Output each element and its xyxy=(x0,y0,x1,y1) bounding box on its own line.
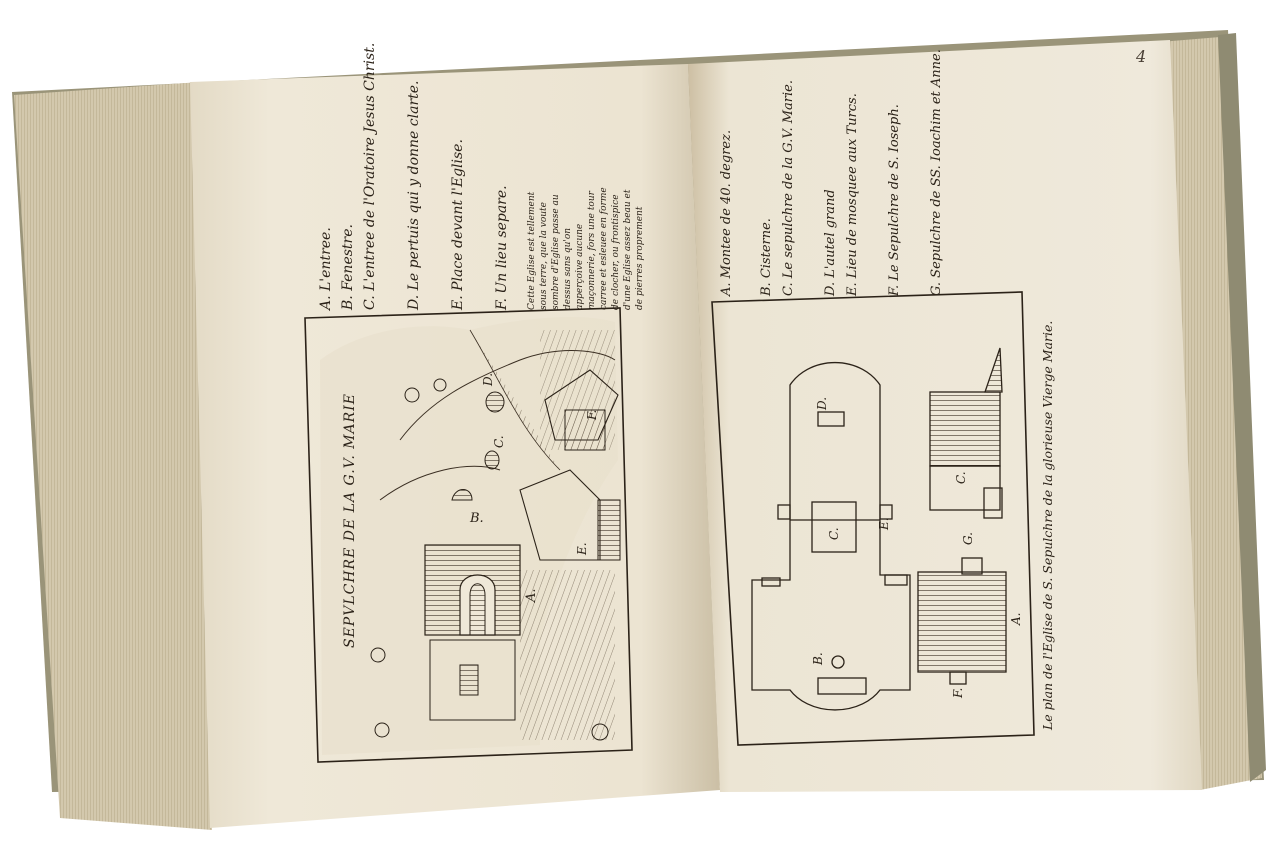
plan-tomb-chamber xyxy=(811,501,857,553)
right-legend-line: C. Le sepulchre de la G.V. Marie. xyxy=(781,80,796,296)
church-floor-plan xyxy=(751,347,1007,711)
opening-c xyxy=(484,450,500,470)
plate-label: F. xyxy=(585,410,599,421)
left-note-text: Cette Eglise est tellement sous terre, q… xyxy=(527,187,645,310)
plan-cistern-slab xyxy=(817,677,867,695)
plan-label: A. xyxy=(1009,613,1023,626)
right-cover-edge xyxy=(1218,33,1266,782)
window-b xyxy=(451,489,473,501)
right-page: 4 A. Montee de 40. degrez. B. Cisterne. … xyxy=(688,40,1202,792)
left-note: Cette Eglise est tellement sous terre, q… xyxy=(527,187,645,310)
opening-d xyxy=(485,391,505,413)
right-legend-line: B. Cisterne. xyxy=(759,218,774,297)
left-legend-line: B. Fenestre. xyxy=(340,224,356,311)
plate-title: SEPVLCHRE DE LA G.V. MARIE xyxy=(342,393,358,648)
plan-outline xyxy=(751,361,911,711)
sepulchre-illustration: B. A. C. D. E. F. xyxy=(320,316,621,755)
plate-label: E. xyxy=(575,542,589,556)
right-legend-line: G. Sepulchre de SS. Ioachim et Anne. xyxy=(929,49,944,296)
plan-labels: D. C. E. B. C. G. A. F. xyxy=(811,397,1023,699)
plan-frame xyxy=(711,291,1035,746)
left-legend: A. L'entree. B. Fenestre. C. L'entree de… xyxy=(318,43,510,312)
right-legend-line: F. Le Sepulchre de S. Ioseph. xyxy=(887,104,902,297)
tree xyxy=(370,647,386,663)
tree xyxy=(374,722,390,738)
right-legend-line: E. Lieu de mosquee aux Turcs. xyxy=(845,93,860,297)
plate-label: D. xyxy=(481,373,495,387)
plate-label: A. xyxy=(524,588,539,603)
plan-caption: Le plan de l'Eglise de S. Sepulchre de l… xyxy=(1040,321,1055,731)
plan-stairs xyxy=(917,571,1007,673)
left-legend-line: A. L'entree. xyxy=(318,227,334,312)
tree xyxy=(433,378,447,392)
plan-altar xyxy=(817,411,845,427)
left-legend-line: F. Un lieu separe. xyxy=(494,185,510,311)
plan-label: E. xyxy=(877,517,891,531)
left-legend-line: E. Place devant l'Eglise. xyxy=(450,139,466,311)
tree xyxy=(591,723,609,741)
right-legend-line: D. L'autel grand xyxy=(823,189,838,297)
plate-label: B. xyxy=(469,511,484,526)
plate-label: C. xyxy=(492,435,506,448)
right-chapel xyxy=(544,369,619,441)
left-plate-frame xyxy=(304,307,633,763)
plan-tomb-room-roof xyxy=(929,391,1001,467)
left-legend-line: C. L'entree de l'Oratoire Jesus Christ. xyxy=(362,43,378,310)
plan-label: D. xyxy=(815,397,829,411)
plan-label: G. xyxy=(961,532,975,545)
plan-label: C. xyxy=(827,527,841,540)
right-legend-line: A. Montee de 40. degrez. xyxy=(719,130,734,297)
left-page: A. L'entree. B. Fenestre. C. L'entree de… xyxy=(190,43,720,828)
tree xyxy=(404,387,420,403)
left-legend-line: D. Le pertuis qui y donne clarte. xyxy=(406,81,422,312)
left-page-edges xyxy=(14,82,212,830)
plan-label: B. xyxy=(811,652,825,666)
right-legend: A. Montee de 40. degrez. B. Cisterne. C.… xyxy=(719,49,944,297)
plan-cistern xyxy=(831,655,845,669)
sepulchre-lower-structure xyxy=(429,639,516,721)
plan-label: F. xyxy=(951,688,965,699)
plan-label: C. xyxy=(954,471,968,484)
page-number: 4 xyxy=(1135,47,1146,66)
